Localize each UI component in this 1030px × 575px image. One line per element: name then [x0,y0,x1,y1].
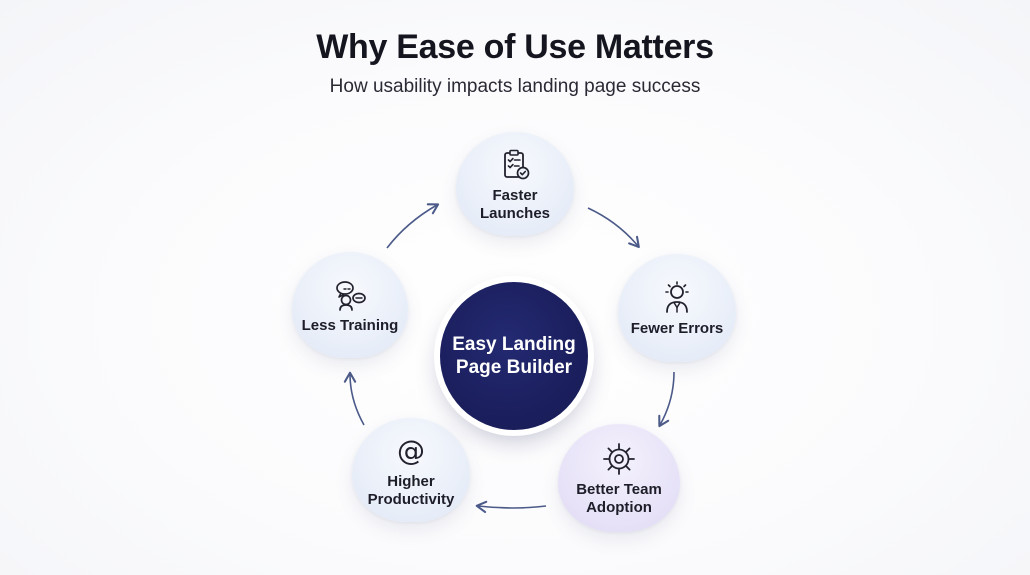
node-label: Less Training [301,317,399,334]
checklist-icon [504,149,530,180]
node-label: Higher Productivity [367,473,455,508]
node-label: Faster Launches [479,187,551,222]
node-label: Fewer Errors [630,320,724,337]
node-fewer-errors: Fewer Errors [618,254,736,362]
arrow-productivity-to-training [343,371,365,426]
person-idea-icon [665,281,689,313]
chat-people-icon [336,281,366,311]
arrow-launches-to-errors [587,207,640,249]
page-subtitle: How usability impacts landing page succe… [329,76,701,97]
node-faster-launches: Faster Launches [456,132,574,236]
node-less-training: Less Training [292,252,408,358]
svg-text:@: @ [397,434,425,467]
node-label: Better Team Adoption [576,481,662,516]
at-sign-icon: @ [397,434,425,467]
arrow-adoption-to-productivity [475,500,547,514]
arrow-training-to-launches [386,203,440,249]
center-hub: Easy Landing Page Builder [440,282,588,430]
node-higher-productivity: @ Higher Productivity [352,418,470,522]
center-label: Easy Landing Page Builder [452,334,576,378]
node-better-team-adoption: Better Team Adoption [558,424,680,532]
arrow-errors-to-adoption [658,371,675,428]
gear-icon [603,443,635,475]
page-title: Why Ease of Use Matters [316,28,714,66]
